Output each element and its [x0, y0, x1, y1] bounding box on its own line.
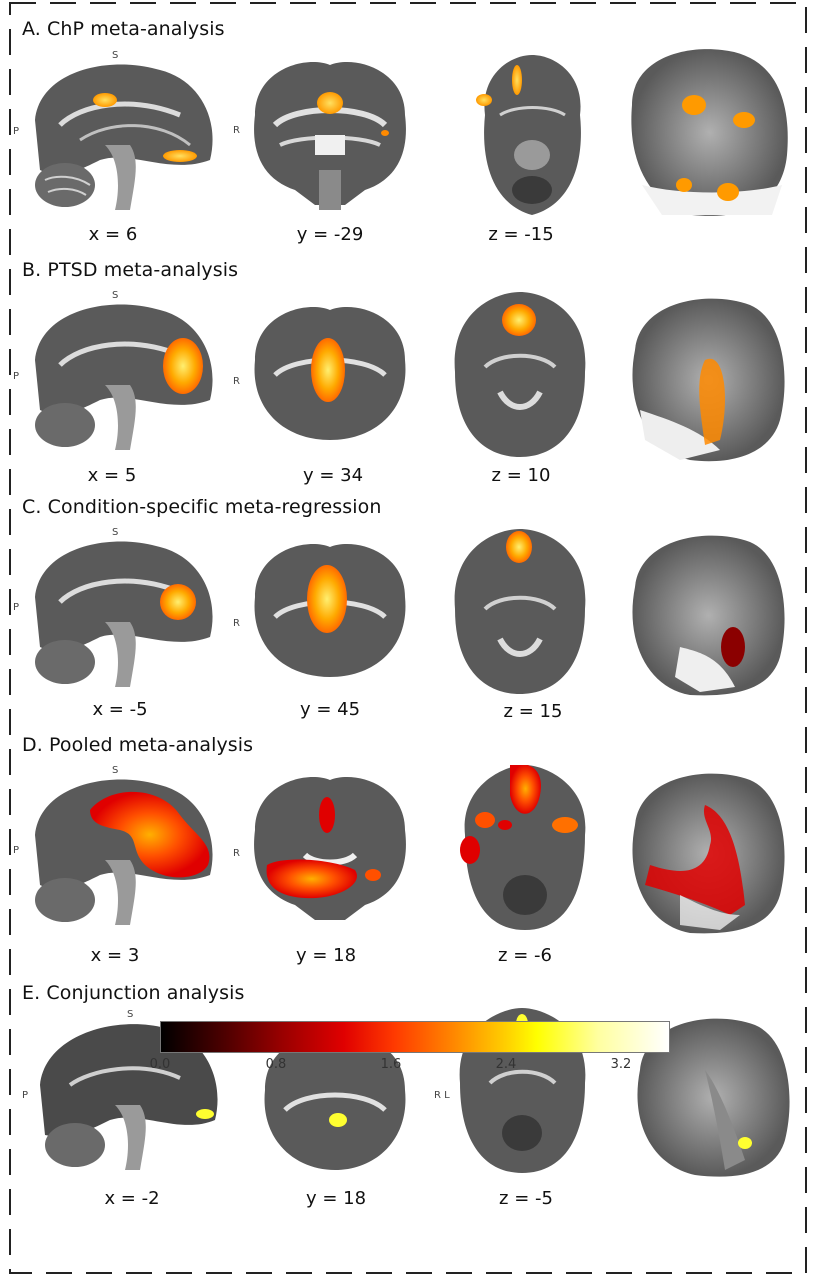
coord-d-y: y = 18 [295, 945, 357, 966]
colorbar-tick: 3.2 [610, 1057, 632, 1072]
coronal-slice [245, 300, 415, 450]
coord-e-x: x = -2 [104, 1188, 160, 1209]
label-right: R [233, 618, 240, 629]
colorbar-tick: 0.0 [149, 1057, 171, 1072]
label-superior: S [112, 527, 119, 538]
colorbar-tick: 1.6 [380, 1057, 402, 1072]
panel-c-title: C. Condition-specific meta-regression [22, 496, 382, 518]
coord-c-y: y = 45 [299, 699, 361, 720]
sagittal-slice [20, 290, 220, 455]
panel-d-title: D. Pooled meta-analysis [22, 734, 254, 756]
label-superior: S [112, 50, 119, 61]
label-posterior: P [13, 371, 20, 382]
coord-c-x: x = -5 [92, 699, 148, 720]
panel-a-title: A. ChP meta-analysis [22, 18, 225, 40]
label-right: R [233, 376, 240, 387]
axial-slice [445, 529, 595, 699]
coord-a-y: y = -29 [296, 224, 364, 245]
sagittal-slice [20, 50, 220, 215]
coord-d-z: z = -6 [498, 945, 552, 966]
panel-b-title: B. PTSD meta-analysis [22, 259, 239, 281]
coord-b-z: z = 10 [491, 465, 551, 486]
label-posterior: P [13, 126, 20, 137]
colorbar-tick: 2.4 [495, 1057, 517, 1072]
coord-b-x: x = 5 [87, 465, 137, 486]
colorbar-tick: 0.8 [265, 1057, 287, 1072]
axial-slice [455, 765, 595, 935]
coord-e-y: y = 18 [305, 1188, 367, 1209]
label-posterior: P [13, 602, 20, 613]
axial-slice [445, 292, 595, 462]
label-right: R [233, 125, 240, 136]
colorbar [160, 1021, 670, 1053]
label-posterior: P [22, 1090, 29, 1101]
label-posterior: P [13, 845, 20, 856]
coord-a-x: x = 6 [88, 224, 138, 245]
brain-3d-render [620, 765, 790, 940]
brain-3d-render [625, 1010, 795, 1180]
axial-slice [470, 55, 595, 220]
brain-3d-render [620, 527, 790, 702]
label-superior: S [112, 290, 119, 301]
panel-e-title: E. Conjunction analysis [22, 982, 245, 1004]
label-superior: S [127, 1009, 134, 1020]
coord-e-z: z = -5 [499, 1188, 553, 1209]
colorbar-gradient [160, 1021, 670, 1053]
brain-3d-render [622, 45, 792, 225]
coord-a-z: z = -15 [488, 224, 554, 245]
coord-c-z: z = 15 [503, 701, 563, 722]
coord-b-y: y = 34 [302, 465, 364, 486]
coronal-slice [245, 55, 415, 215]
coronal-slice [245, 537, 415, 687]
coord-d-x: x = 3 [90, 945, 140, 966]
coronal-slice [245, 770, 415, 930]
coronal-slice [255, 1030, 415, 1180]
sagittal-slice [20, 527, 220, 692]
label-right: R [233, 848, 240, 859]
label-superior: S [112, 765, 119, 776]
label-right-left: R L [434, 1090, 450, 1101]
sagittal-slice [20, 765, 220, 930]
brain-3d-render [620, 290, 790, 470]
